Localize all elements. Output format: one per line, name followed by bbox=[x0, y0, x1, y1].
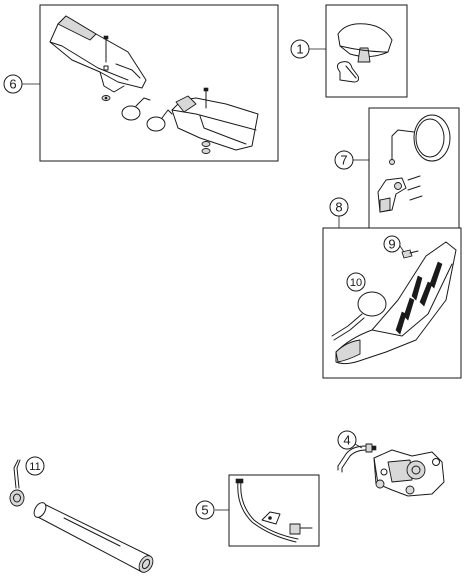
frame-guard-icon bbox=[335, 241, 457, 365]
callout-11: 11 bbox=[25, 456, 45, 476]
cable-tie-icon bbox=[331, 291, 387, 341]
handguard-right-icon bbox=[171, 95, 259, 151]
part-group-7-mirror bbox=[353, 107, 460, 229]
callout-4: 4 bbox=[337, 430, 357, 450]
callout-9-label: 9 bbox=[388, 237, 395, 252]
handguard-left-icon bbox=[49, 15, 147, 93]
bracket-icon bbox=[377, 177, 407, 213]
clip-icon bbox=[336, 61, 359, 83]
frame-6 bbox=[39, 4, 279, 162]
washer-icon bbox=[201, 141, 211, 154]
tube-icon bbox=[33, 502, 154, 573]
screw-icon bbox=[203, 87, 209, 109]
caliper-icon bbox=[373, 449, 445, 497]
mirror-icon bbox=[389, 114, 451, 165]
callout-9: 9 bbox=[383, 235, 401, 253]
callout-6-label: 6 bbox=[9, 77, 16, 92]
screw-icon bbox=[407, 175, 423, 201]
callout-8-label: 8 bbox=[335, 200, 342, 215]
callout-7-label: 7 bbox=[340, 153, 347, 168]
brake-hose-icon bbox=[337, 443, 377, 473]
leader-4 bbox=[354, 443, 363, 449]
part-group-5-cable bbox=[215, 474, 320, 547]
callout-1: 1 bbox=[290, 39, 310, 59]
part-group-8-frame-guard bbox=[322, 216, 462, 379]
cable-icon bbox=[235, 478, 299, 543]
callout-10: 10 bbox=[346, 272, 366, 292]
callout-6: 6 bbox=[3, 74, 23, 94]
callout-8: 8 bbox=[329, 197, 349, 217]
clip-ring-icon bbox=[121, 97, 173, 132]
frame-5 bbox=[228, 474, 320, 547]
frame-8 bbox=[322, 227, 462, 379]
tool-handle-icon bbox=[9, 459, 25, 507]
end-cap-icon bbox=[337, 23, 393, 63]
callout-5-label: 5 bbox=[201, 503, 208, 518]
callout-10-label: 10 bbox=[350, 277, 362, 289]
callout-1-label: 1 bbox=[296, 42, 303, 57]
screw-icon bbox=[103, 35, 109, 71]
clamp-icon bbox=[261, 511, 281, 525]
screw-icon bbox=[401, 249, 419, 259]
callout-7: 7 bbox=[334, 150, 354, 170]
part-group-1-end-cap bbox=[309, 4, 408, 98]
callout-11-label: 11 bbox=[29, 461, 40, 473]
callout-5: 5 bbox=[195, 500, 215, 520]
callout-4-label: 4 bbox=[343, 433, 350, 448]
cable-end-icon bbox=[289, 523, 313, 535]
part-group-6-handguards bbox=[22, 4, 279, 162]
washer-icon bbox=[101, 95, 111, 101]
leader-9 bbox=[399, 245, 405, 253]
frame-1 bbox=[325, 4, 408, 98]
part-group-4-brake-caliper bbox=[337, 443, 445, 497]
part-group-11-tool bbox=[9, 459, 154, 573]
